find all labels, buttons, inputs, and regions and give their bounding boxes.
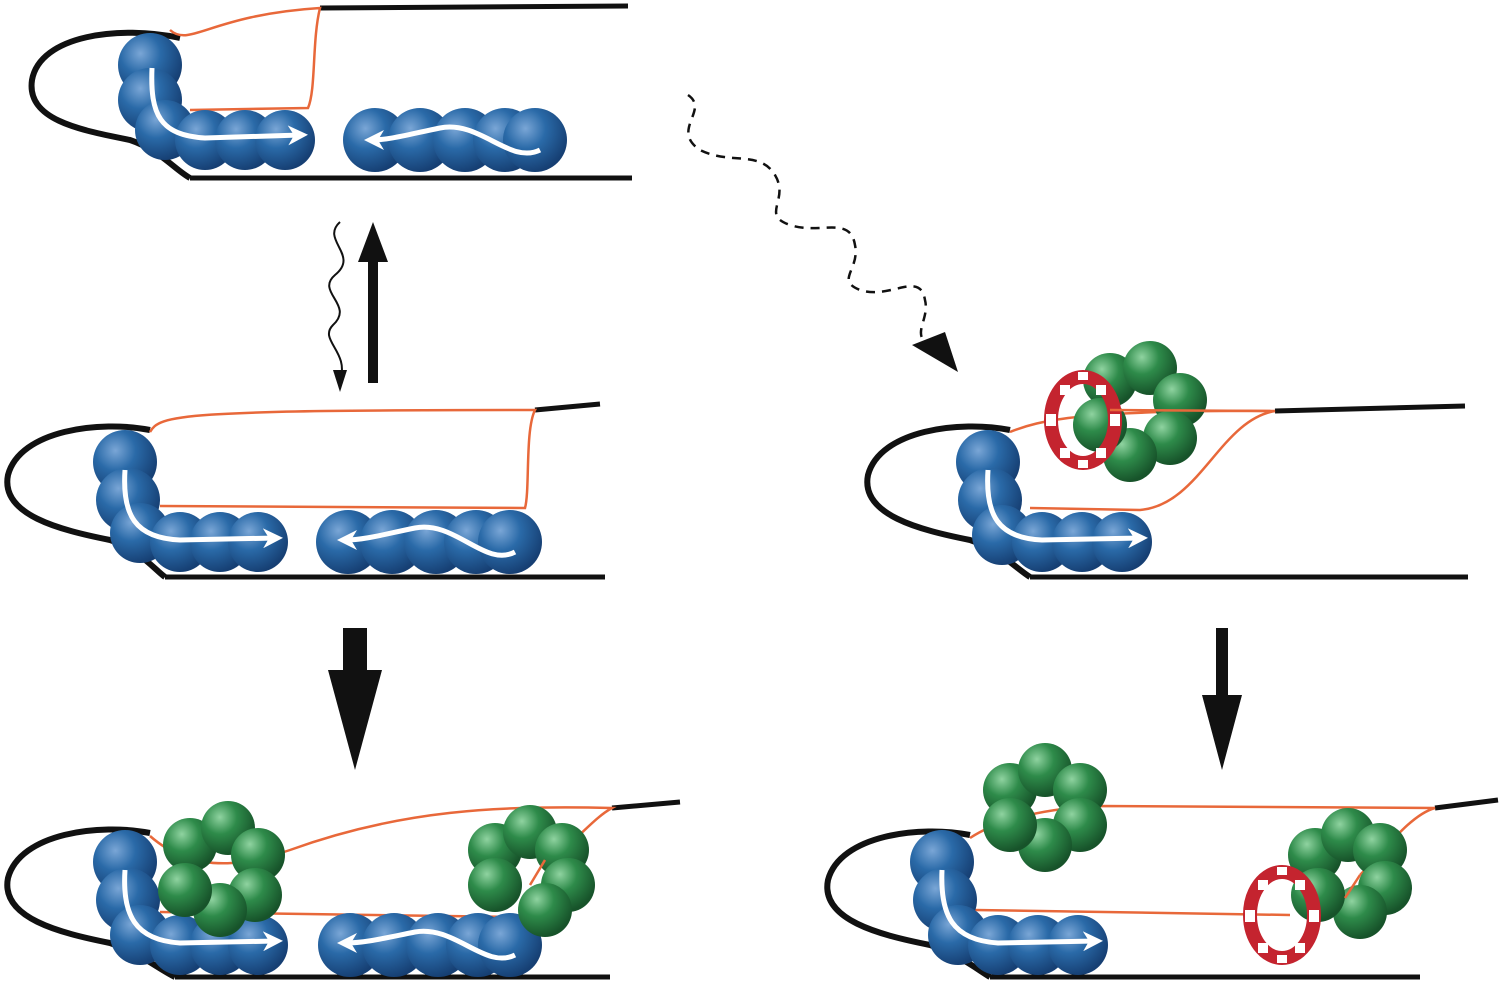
movement-arrow	[939, 869, 1103, 952]
panel-bottom-left	[4, 799, 681, 980]
dna-strand	[1274, 403, 1466, 414]
movement-arrow	[337, 928, 517, 961]
red-ring	[1243, 865, 1321, 965]
dna-strand	[534, 401, 601, 413]
movement-arrow	[364, 124, 542, 156]
dashed-wavy-arrow	[687, 93, 931, 347]
rna-strand	[1109, 408, 1276, 413]
panel-middle-left	[4, 401, 605, 580]
movement-arrow	[985, 469, 1148, 549]
movement-arrow	[149, 67, 308, 146]
panel-bottom-right	[824, 743, 1499, 980]
rna-strand	[974, 908, 1291, 917]
dna-strand	[611, 799, 681, 811]
rna-strand	[1343, 874, 1362, 899]
green-protein-ring	[158, 801, 285, 937]
blue-protein-chain	[318, 913, 542, 977]
wavy-arrow-down	[327, 221, 345, 381]
blue-protein-chain	[93, 830, 288, 975]
dashed-arrow-head	[912, 332, 958, 372]
rna-loop	[169, 6, 322, 112]
movement-arrow	[337, 524, 517, 558]
rna-strand	[528, 859, 547, 886]
solid-arrow-up-head	[358, 222, 388, 262]
green-protein-ring	[983, 743, 1107, 872]
blue-protein-chain	[118, 33, 315, 170]
rna-loop	[148, 408, 538, 510]
panel-middle-right	[864, 341, 1468, 580]
bold-arrow-down-head	[328, 670, 382, 770]
movement-arrow	[122, 469, 283, 549]
blue-protein-chain	[93, 430, 288, 572]
wavy-arrow-head	[333, 370, 347, 392]
dna-strand	[1434, 797, 1499, 811]
solid-arrow-down-head	[1202, 695, 1242, 770]
red-ring	[1044, 370, 1122, 470]
green-protein-ring	[468, 805, 595, 937]
blue-protein-chain	[343, 108, 567, 172]
green-protein-ring	[1288, 808, 1412, 939]
movement-arrow	[122, 869, 283, 952]
dna-strand	[319, 3, 629, 11]
panel-top-left	[28, 3, 632, 181]
